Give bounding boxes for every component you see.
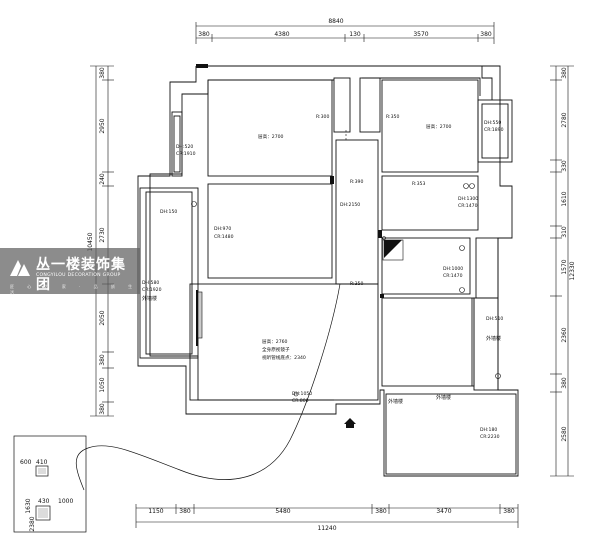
dim-left-7: 1050 xyxy=(99,377,106,392)
outer-wall-label-c: 外墙楼 xyxy=(388,398,403,405)
legend-1630: 1630 xyxy=(25,498,32,513)
legend-1000: 1000 xyxy=(58,498,73,505)
outer-wall-label-b: 外墙楼 xyxy=(486,335,501,342)
dh580-dh: DH:580 xyxy=(142,280,159,286)
dim-left-total: 10450 xyxy=(87,232,94,251)
dh1300-dh: DH:1300 xyxy=(458,196,478,202)
r300-label: R:300 xyxy=(316,114,329,120)
dim-right-1: 380 xyxy=(561,67,568,79)
living-height: 层高：2760 xyxy=(262,338,288,345)
outer-wall-label-d: 外墙楼 xyxy=(436,394,451,401)
dim-bottom-3: 5480 xyxy=(275,508,290,515)
dim-left-1: 380 xyxy=(99,67,106,79)
dh580-cr: CR:1920 xyxy=(142,287,162,293)
company-logo-icon xyxy=(10,260,30,276)
dim-left-2: 2950 xyxy=(99,118,106,133)
dh1050-cr: CR:800 xyxy=(292,398,309,404)
dim-right-8: 380 xyxy=(561,377,568,389)
dim-bottom-2: 380 xyxy=(179,508,191,515)
dim-top-total: 8840 xyxy=(328,18,343,25)
dh180-cr: CR:2230 xyxy=(480,434,500,440)
dim-top-3: 130 xyxy=(349,31,361,38)
dim-left-4: 2730 xyxy=(99,227,106,242)
dim-right-total: 12330 xyxy=(569,261,576,280)
r353-label: R:353 xyxy=(412,181,425,187)
legend-410: 410 xyxy=(36,459,48,466)
bw-right-cr: CR:1890 xyxy=(484,127,504,133)
outer-wall-label-a: 外墙楼 xyxy=(142,295,157,302)
dim-right-7: 2360 xyxy=(561,327,568,342)
dh1000-dh: DH:1000 xyxy=(443,266,463,272)
dh2150-label: DH:2150 xyxy=(340,202,360,208)
dim-bottom-total: 11240 xyxy=(317,525,336,532)
dh1300-cr: CR:1470 xyxy=(458,203,478,209)
dim-left-3: 240 xyxy=(99,173,106,185)
dim-left-6: 380 xyxy=(99,354,106,366)
watermark-tagline: 匠 心 为 家 · 品 质 生 活 xyxy=(10,284,139,295)
legend-600: 600 xyxy=(20,459,32,466)
dim-top-4: 3570 xyxy=(413,31,428,38)
dim-bottom-5: 3470 xyxy=(436,508,451,515)
dim-bottom-4: 380 xyxy=(375,508,387,515)
dim-bottom-6: 380 xyxy=(503,508,515,515)
dh970-dh: DH:970 xyxy=(214,226,231,232)
r390-label: R:390 xyxy=(350,179,363,185)
dim-left-5: 2050 xyxy=(99,310,106,325)
dim-right-9: 2580 xyxy=(561,426,568,441)
dim-right-6: 1570 xyxy=(561,259,568,274)
bedroom-a-height: 层高：2700 xyxy=(258,133,284,140)
bw-left-dh: DH:520 xyxy=(176,144,193,150)
dim-right-2: 2780 xyxy=(561,112,568,127)
dh180-dh: DH:180 xyxy=(480,427,497,433)
r350-right-label: R:350 xyxy=(386,114,399,120)
living-pipe: 视听管线底点：2340 xyxy=(262,354,306,361)
watermark-title: 丛一楼装饰集团 xyxy=(36,257,126,293)
dim-top-1: 380 xyxy=(198,31,210,38)
dh150-label: DH:150 xyxy=(160,209,177,215)
r350-hall-label: R:350 xyxy=(350,281,363,287)
watermark-subtitle: CONGYILOU DECORATION GROUP xyxy=(36,273,121,278)
legend-2380: 2380 xyxy=(29,516,36,531)
dim-bottom-1: 1150 xyxy=(148,508,163,515)
living-mirror: 全身原视镜子 xyxy=(262,346,290,353)
bw-right-dh: DH:550 xyxy=(484,120,501,126)
watermark: 丛一楼装饰集团 CONGYILOU DECORATION GROUP 匠 心 为… xyxy=(0,248,140,295)
dim-top-5: 380 xyxy=(480,31,492,38)
dim-right-3: 330 xyxy=(561,160,568,172)
dim-right-4: 1610 xyxy=(561,191,568,206)
dim-top-2: 4380 xyxy=(274,31,289,38)
dim-right-5: 310 xyxy=(561,226,568,238)
bedroom-b-height: 层高：2700 xyxy=(426,123,452,130)
dh970-cr: CR:1480 xyxy=(214,234,234,240)
dim-left-8: 380 xyxy=(99,403,106,415)
legend-430: 430 xyxy=(38,498,50,505)
bw-left-cr: CR:1910 xyxy=(176,151,196,157)
dh1050-dh: DH:1050 xyxy=(292,391,312,397)
dh1000-cr: CR:1470 xyxy=(443,273,463,279)
dh510-label: DH:510 xyxy=(486,316,503,322)
